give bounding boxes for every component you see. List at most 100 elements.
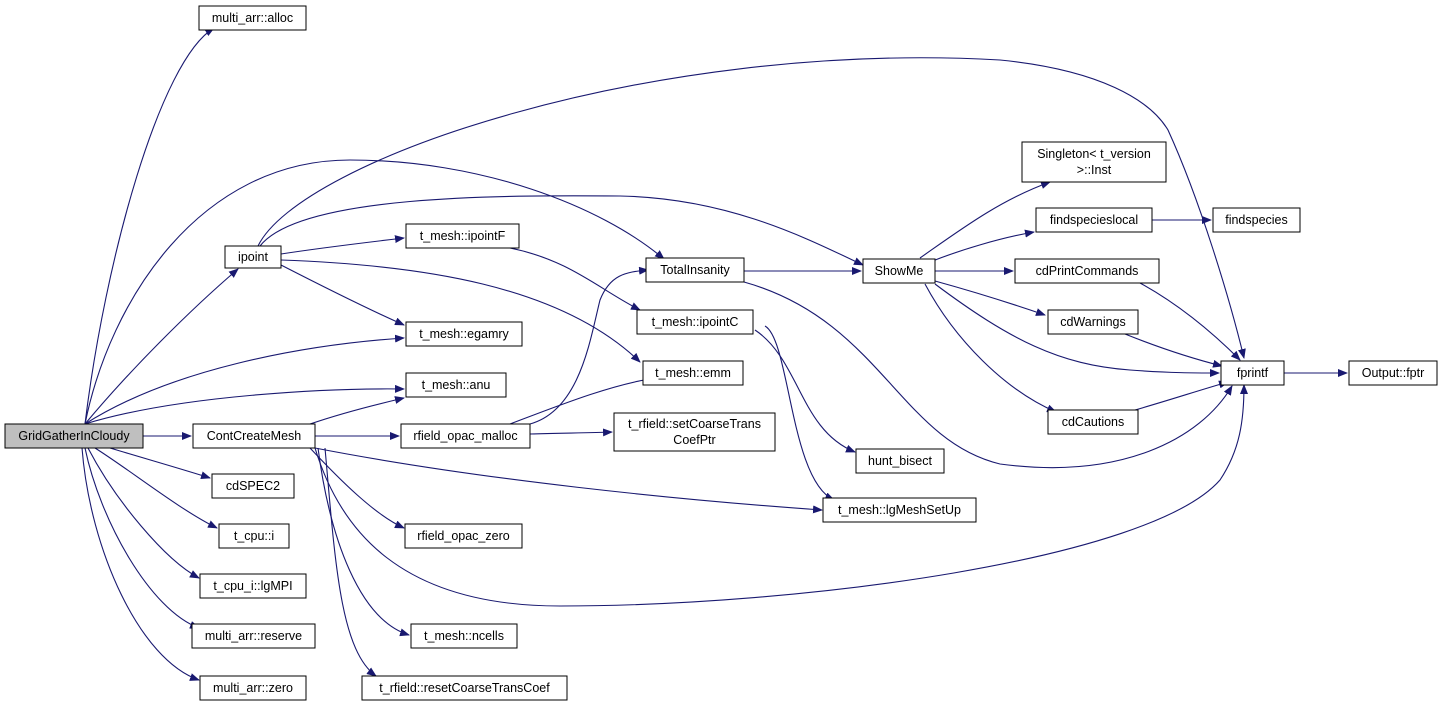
node-t-cpu-i[interactable]: t_cpu::i xyxy=(218,523,290,549)
edge-gridgatherincloudy-multi-arr-zero xyxy=(81,447,200,681)
edge-gridgatherincloudy-t-cpu-i xyxy=(94,447,218,529)
svg-text:>::Inst: >::Inst xyxy=(1077,163,1112,177)
edge-contcreatemesh-t-mesh-lgmeshsetup xyxy=(314,447,823,514)
svg-text:multi_arr::reserve: multi_arr::reserve xyxy=(205,629,302,643)
edge-gridgatherincloudy-ipoint xyxy=(84,268,239,425)
node-multi-arr-reserve[interactable]: multi_arr::reserve xyxy=(191,623,316,649)
svg-text:t_mesh::ipointC: t_mesh::ipointC xyxy=(652,315,739,329)
svg-text:t_rfield::setCoarseTrans: t_rfield::setCoarseTrans xyxy=(628,417,761,431)
svg-text:t_cpu_i::lgMPI: t_cpu_i::lgMPI xyxy=(213,579,292,593)
node-multi-arr-zero[interactable]: multi_arr::zero xyxy=(199,675,307,701)
edge-gridgatherincloudy-t-cpu-i-lgmpi xyxy=(87,447,200,579)
edge-rfield-opac-malloc-t-mesh-emm xyxy=(509,375,656,425)
svg-text:rfield_opac_malloc: rfield_opac_malloc xyxy=(413,429,517,443)
svg-text:Output::fptr: Output::fptr xyxy=(1362,366,1425,380)
svg-text:t_mesh::ipointF: t_mesh::ipointF xyxy=(420,229,506,243)
node-cdcautions[interactable]: cdCautions xyxy=(1047,409,1139,435)
edge-ipoint-t-mesh-egamry xyxy=(280,264,405,326)
svg-text:GridGatherInCloudy: GridGatherInCloudy xyxy=(18,429,130,443)
node-rfield-opac-malloc[interactable]: rfield_opac_malloc xyxy=(400,423,531,449)
node-cdprintcommands[interactable]: cdPrintCommands xyxy=(1014,258,1160,284)
svg-text:t_mesh::ncells: t_mesh::ncells xyxy=(424,629,504,643)
svg-text:ipoint: ipoint xyxy=(238,250,268,264)
node-t-mesh-ncells[interactable]: t_mesh::ncells xyxy=(410,623,518,649)
node-t-mesh-ipointf[interactable]: t_mesh::ipointF xyxy=(405,223,520,249)
svg-text:Singleton< t_version: Singleton< t_version xyxy=(1037,147,1151,161)
edge-t-mesh-ipointf-t-mesh-ipointc xyxy=(509,247,641,311)
svg-text:t_mesh::egamry: t_mesh::egamry xyxy=(419,327,509,341)
call-edges xyxy=(81,27,1348,681)
node-output-fptr[interactable]: Output::fptr xyxy=(1348,360,1438,386)
svg-text:cdSPEC2: cdSPEC2 xyxy=(226,479,280,493)
node-singleton-inst[interactable]: Singleton< t_version >::Inst xyxy=(1021,141,1167,183)
svg-text:multi_arr::zero: multi_arr::zero xyxy=(213,681,293,695)
node-t-mesh-lgmeshsetup[interactable]: t_mesh::lgMeshSetUp xyxy=(822,497,977,523)
node-t-mesh-anu[interactable]: t_mesh::anu xyxy=(405,372,507,398)
node-hunt-bisect[interactable]: hunt_bisect xyxy=(855,448,945,474)
node-t-mesh-ipointc[interactable]: t_mesh::ipointC xyxy=(636,309,754,335)
node-t-cpu-i-lgmpi[interactable]: t_cpu_i::lgMPI xyxy=(199,573,307,599)
node-t-mesh-egamry[interactable]: t_mesh::egamry xyxy=(405,321,523,347)
edge-cdprintcommands-fprintf xyxy=(1139,282,1241,361)
node-gridgatherincloudy[interactable]: GridGatherInCloudy xyxy=(4,423,144,449)
svg-text:cdCautions: cdCautions xyxy=(1062,415,1125,429)
edge-showme-singleton-inst xyxy=(919,181,1051,259)
edge-showme-cdcautions xyxy=(924,283,1057,413)
edge-showme-fprintf xyxy=(934,283,1220,377)
edge-contcreatemesh-rfield-opac-zero xyxy=(309,447,405,529)
node-showme[interactable]: ShowMe xyxy=(862,258,936,284)
svg-text:hunt_bisect: hunt_bisect xyxy=(868,454,932,468)
svg-text:CoefPtr: CoefPtr xyxy=(673,433,715,447)
node-cdspec2[interactable]: cdSPEC2 xyxy=(211,473,295,499)
edge-cdcautions-fprintf xyxy=(1134,380,1229,411)
edge-contcreatemesh-t-rfield-resetcoarsetranscoef xyxy=(324,447,377,677)
svg-text:t_mesh::emm: t_mesh::emm xyxy=(655,366,731,380)
svg-text:t_mesh::lgMeshSetUp: t_mesh::lgMeshSetUp xyxy=(838,503,961,517)
node-fprintf[interactable]: fprintf xyxy=(1220,360,1285,386)
svg-text:multi_arr::alloc: multi_arr::alloc xyxy=(212,11,293,25)
svg-text:TotalInsanity: TotalInsanity xyxy=(660,263,730,277)
svg-text:t_cpu::i: t_cpu::i xyxy=(234,529,274,543)
svg-text:ContCreateMesh: ContCreateMesh xyxy=(207,429,302,443)
node-contcreatemesh[interactable]: ContCreateMesh xyxy=(192,423,316,449)
edge-rfield-opac-malloc-t-rfield-setcoarsetranscoefptr xyxy=(529,428,613,437)
svg-text:cdWarnings: cdWarnings xyxy=(1060,315,1126,329)
edge-ipoint-showme xyxy=(259,195,864,266)
edge-gridgatherincloudy-totalinsanity xyxy=(84,159,665,425)
svg-text:t_rfield::resetCoarseTransCoef: t_rfield::resetCoarseTransCoef xyxy=(379,681,550,695)
node-cdwarnings[interactable]: cdWarnings xyxy=(1047,309,1139,335)
edge-t-mesh-ipointc-hunt-bisect xyxy=(754,329,856,453)
node-t-rfield-resetcoarsetranscoef[interactable]: t_rfield::resetCoarseTransCoef xyxy=(361,675,568,701)
svg-text:findspecies: findspecies xyxy=(1225,213,1288,227)
svg-text:findspecieslocal: findspecieslocal xyxy=(1050,213,1138,227)
edge-showme-findspecieslocal xyxy=(929,229,1035,263)
edge-totalinsanity-fprintf xyxy=(743,281,1233,469)
edge-gridgatherincloudy-t-mesh-egamry xyxy=(84,334,405,425)
edge-gridgatherincloudy-t-mesh-anu xyxy=(84,384,405,425)
node-totalinsanity[interactable]: TotalInsanity xyxy=(645,257,745,283)
svg-text:rfield_opac_zero: rfield_opac_zero xyxy=(417,529,509,543)
edge-contcreatemesh-fprintf xyxy=(314,384,1248,607)
node-t-mesh-emm[interactable]: t_mesh::emm xyxy=(642,360,744,386)
edge-showme-cdwarnings xyxy=(934,280,1046,316)
node-ipoint[interactable]: ipoint xyxy=(224,245,282,269)
edge-gridgatherincloudy-multi-arr-reserve xyxy=(84,447,200,629)
call-graph-nodes: GridGatherInCloudy multi_arr::alloc ipoi… xyxy=(4,5,1438,701)
node-findspecieslocal[interactable]: findspecieslocal xyxy=(1035,207,1153,233)
svg-text:cdPrintCommands: cdPrintCommands xyxy=(1036,264,1139,278)
edge-contcreatemesh-t-mesh-ncells xyxy=(317,447,410,637)
edge-gridgatherincloudy-multi-arr-alloc xyxy=(84,27,215,425)
edge-rfield-opac-malloc-totalinsanity xyxy=(529,266,649,425)
edge-contcreatemesh-t-mesh-anu xyxy=(309,396,405,425)
node-t-rfield-setcoarsetranscoefptr[interactable]: t_rfield::setCoarseTrans CoefPtr xyxy=(613,412,776,452)
edge-gridgatherincloudy-cdspec2 xyxy=(109,447,211,480)
edge-cdwarnings-fprintf xyxy=(1124,333,1223,368)
node-rfield-opac-zero[interactable]: rfield_opac_zero xyxy=(404,523,523,549)
svg-text:fprintf: fprintf xyxy=(1237,366,1269,380)
node-findspecies[interactable]: findspecies xyxy=(1212,207,1301,233)
node-multi-arr-alloc[interactable]: multi_arr::alloc xyxy=(198,5,307,31)
edge-ipoint-t-mesh-emm xyxy=(280,259,641,363)
edge-t-mesh-ipointc-t-mesh-lgmeshsetup xyxy=(764,325,835,501)
edge-ipoint-t-mesh-ipointf xyxy=(280,235,405,255)
